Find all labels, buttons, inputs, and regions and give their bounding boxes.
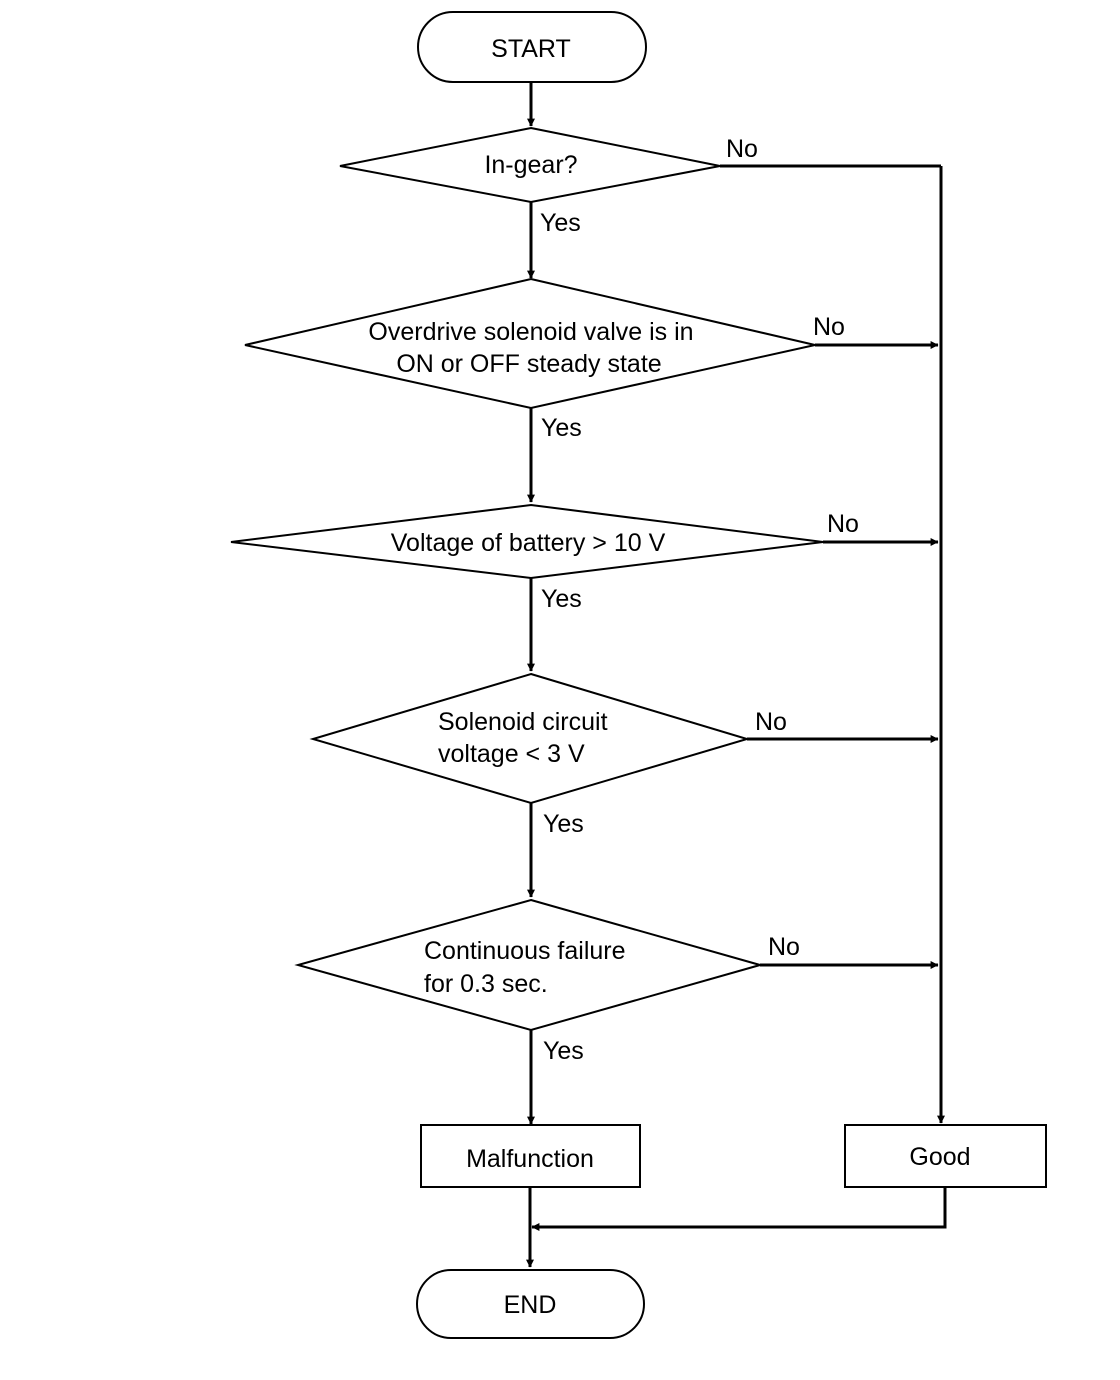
decision-overdrive-line1: Overdrive solenoid valve is in [368, 318, 693, 346]
yes-label-2: Yes [541, 414, 582, 442]
decision-in-gear-text: In-gear? [484, 151, 577, 179]
decision-solenoid-line2: voltage < 3 V [438, 740, 585, 768]
no-label-5: No [768, 933, 800, 961]
yes-label-1: Yes [540, 209, 581, 237]
decision-failure-line2: for 0.3 sec. [424, 970, 548, 998]
malfunction-label: Malfunction [466, 1145, 594, 1173]
end-label: END [504, 1291, 557, 1319]
decision-overdrive-line2: ON or OFF steady state [396, 350, 661, 378]
decision-continuous-failure [294, 898, 764, 1032]
good-label: Good [909, 1143, 970, 1171]
decision-battery-voltage-text: Voltage of battery > 10 V [391, 529, 666, 557]
start-label: START [491, 35, 571, 63]
malfunction-box [420, 1124, 641, 1188]
no-label-3: No [827, 510, 859, 538]
yes-label-4: Yes [543, 810, 584, 838]
yes-label-5: Yes [543, 1037, 584, 1065]
good-box [844, 1124, 1047, 1188]
good-to-end-connector [531, 1187, 947, 1231]
yes-label-3: Yes [541, 585, 582, 613]
decision-solenoid-circuit-voltage [309, 672, 751, 805]
decision-failure-line1: Continuous failure [424, 937, 626, 965]
end-terminal [416, 1269, 645, 1339]
decision-solenoid-line1: Solenoid circuit [438, 708, 608, 736]
no-label-2: No [813, 313, 845, 341]
no-label-1: No [726, 135, 758, 163]
no-label-4: No [755, 708, 787, 736]
